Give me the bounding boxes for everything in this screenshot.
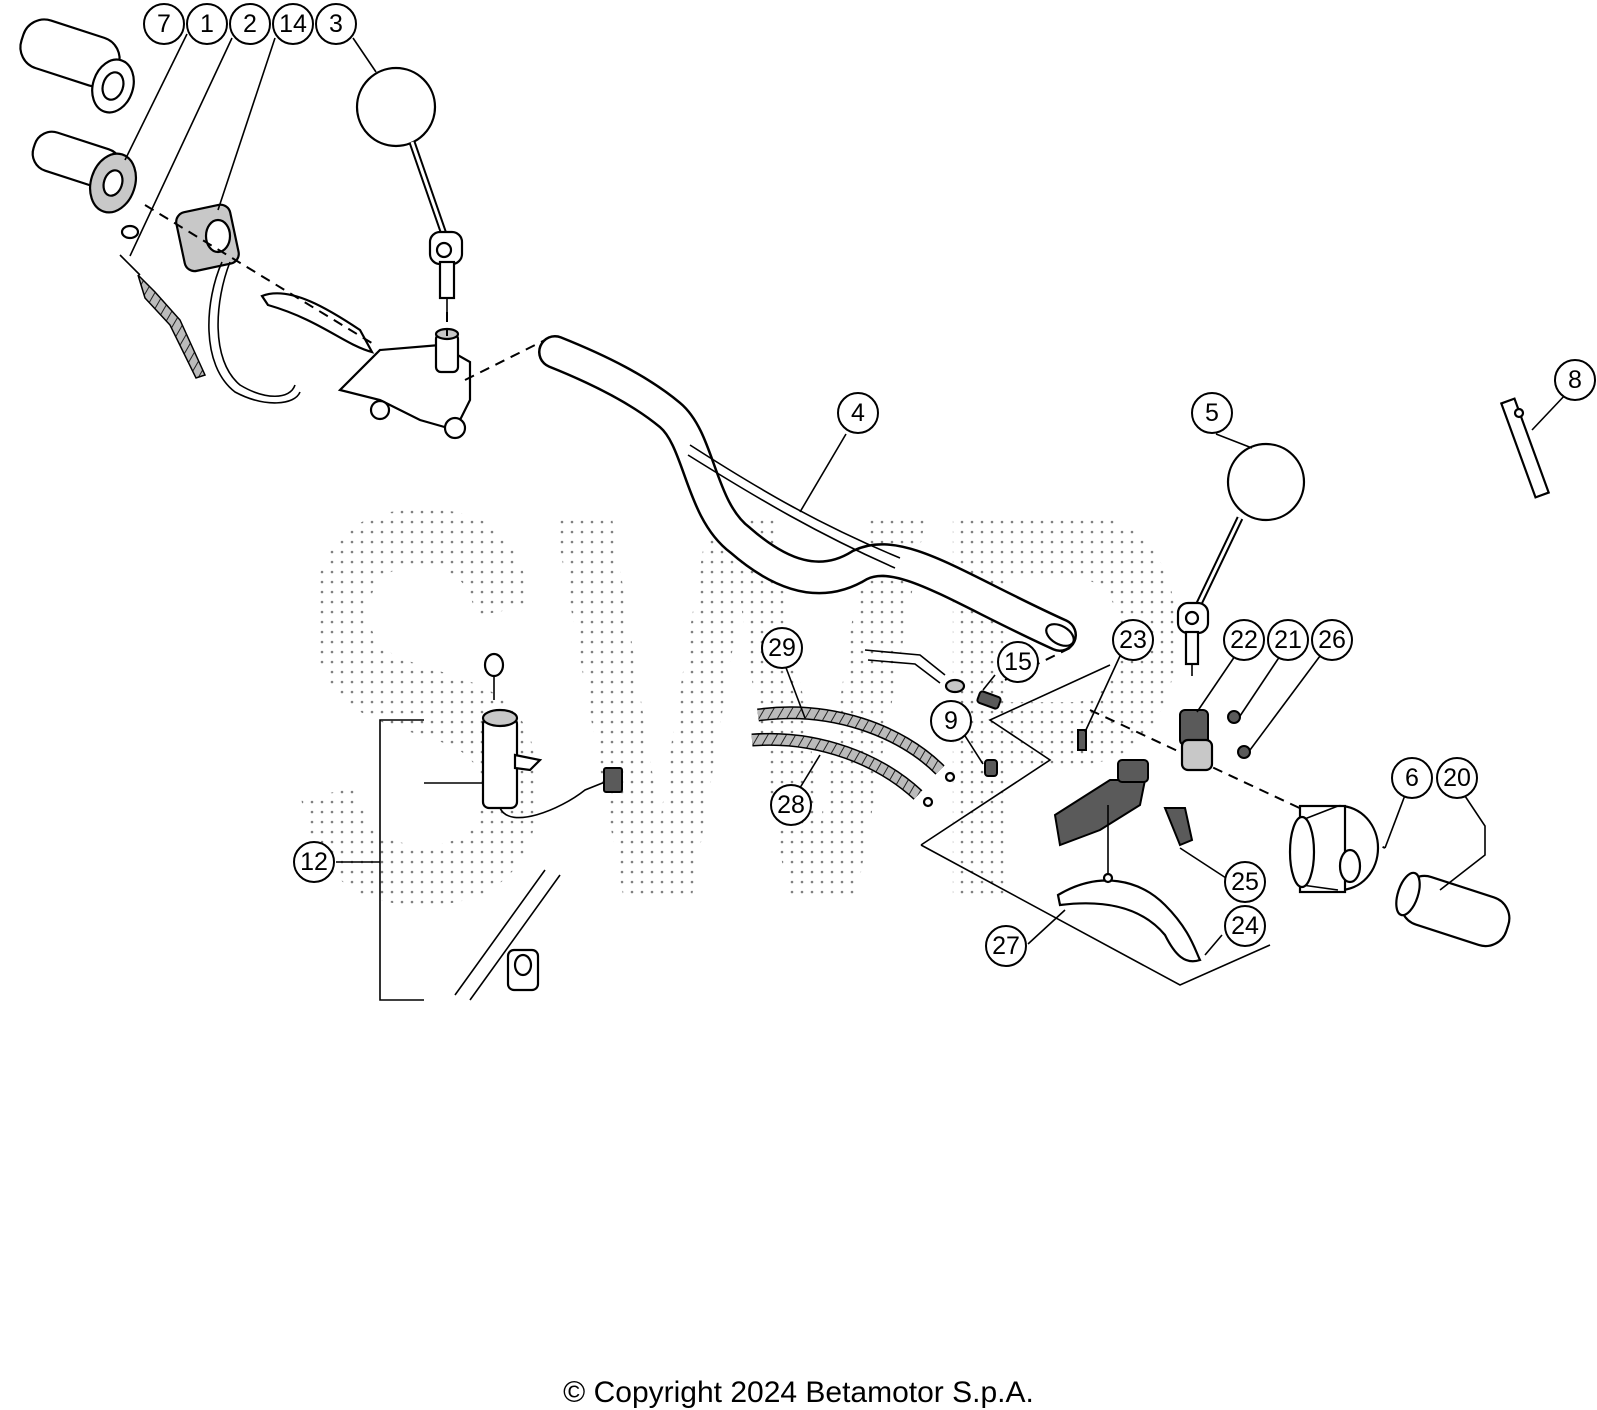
callout-21: 21	[1267, 619, 1309, 661]
svg-text:24: 24	[1231, 912, 1259, 940]
callout-3: 3	[315, 3, 357, 45]
right-mirror	[1176, 442, 1306, 676]
svg-text:29: 29	[768, 634, 796, 662]
axis-line-left	[144, 204, 376, 346]
svg-text:2: 2	[243, 10, 257, 38]
throttle-grip	[31, 130, 140, 240]
svg-text:23: 23	[1119, 626, 1147, 654]
svg-text:5: 5	[1205, 399, 1219, 427]
callout-12: 12	[293, 841, 335, 883]
right-grip-sleeve	[1288, 804, 1380, 894]
watermark: SWP	[290, 393, 1190, 1019]
axis-line-left-2	[464, 339, 546, 381]
callout-8: 8	[1554, 359, 1596, 401]
svg-text:6: 6	[1405, 764, 1419, 792]
svg-text:20: 20	[1443, 764, 1471, 792]
svg-text:12: 12	[300, 848, 328, 876]
tool-strip	[1499, 397, 1551, 499]
copyright-notice: © Copyright 2024 Betamotor S.p.A.	[563, 1376, 1034, 1409]
leader-lines	[124, 33, 1568, 1001]
svg-text:21: 21	[1274, 626, 1302, 654]
svg-text:9: 9	[944, 707, 958, 735]
callout-14: 14	[272, 3, 314, 45]
callout-5: 5	[1191, 392, 1233, 434]
callout-22: 22	[1223, 619, 1265, 661]
callout-24: 24	[1224, 905, 1266, 947]
svg-text:3: 3	[329, 10, 343, 38]
svg-text:22: 22	[1230, 626, 1258, 654]
svg-text:26: 26	[1318, 626, 1346, 654]
callout-26: 26	[1311, 619, 1353, 661]
svg-text:14: 14	[279, 10, 307, 38]
svg-text:8: 8	[1568, 366, 1582, 394]
watermark-text: SWP	[290, 393, 1190, 1019]
svg-text:7: 7	[157, 10, 171, 38]
callout-4: 4	[837, 392, 879, 434]
right-grip	[1395, 871, 1511, 948]
svg-text:1: 1	[200, 10, 214, 38]
handlebar	[538, 335, 1077, 652]
callout-27: 27	[985, 925, 1027, 967]
callout-23: 23	[1112, 619, 1154, 661]
ignition-switch	[454, 652, 623, 1001]
svg-text:4: 4	[851, 399, 865, 427]
clutch-cable-end	[864, 649, 1002, 777]
svg-text:28: 28	[777, 791, 805, 819]
cables	[751, 706, 956, 808]
axis-line-right-2	[1089, 709, 1386, 849]
callout-28: 28	[770, 784, 812, 826]
callout-7: 7	[143, 3, 185, 45]
svg-text:27: 27	[992, 932, 1020, 960]
clutch-lever-assembly	[1053, 709, 1251, 963]
svg-text:15: 15	[1004, 648, 1032, 676]
callout-25: 25	[1224, 861, 1266, 903]
left-mirror	[355, 66, 464, 336]
brake-lever-master-cylinder	[260, 292, 472, 440]
callout-15: 15	[997, 641, 1039, 683]
callout-2: 2	[229, 3, 271, 45]
left-grip	[19, 18, 135, 114]
throttle-cable	[119, 254, 207, 379]
callout-1: 1	[186, 3, 228, 45]
callout-6: 6	[1391, 757, 1433, 799]
callout-29: 29	[761, 627, 803, 669]
callout-20: 20	[1436, 757, 1478, 799]
svg-text:25: 25	[1231, 868, 1259, 896]
callout-9: 9	[930, 700, 972, 742]
throttle-housing	[175, 203, 301, 404]
